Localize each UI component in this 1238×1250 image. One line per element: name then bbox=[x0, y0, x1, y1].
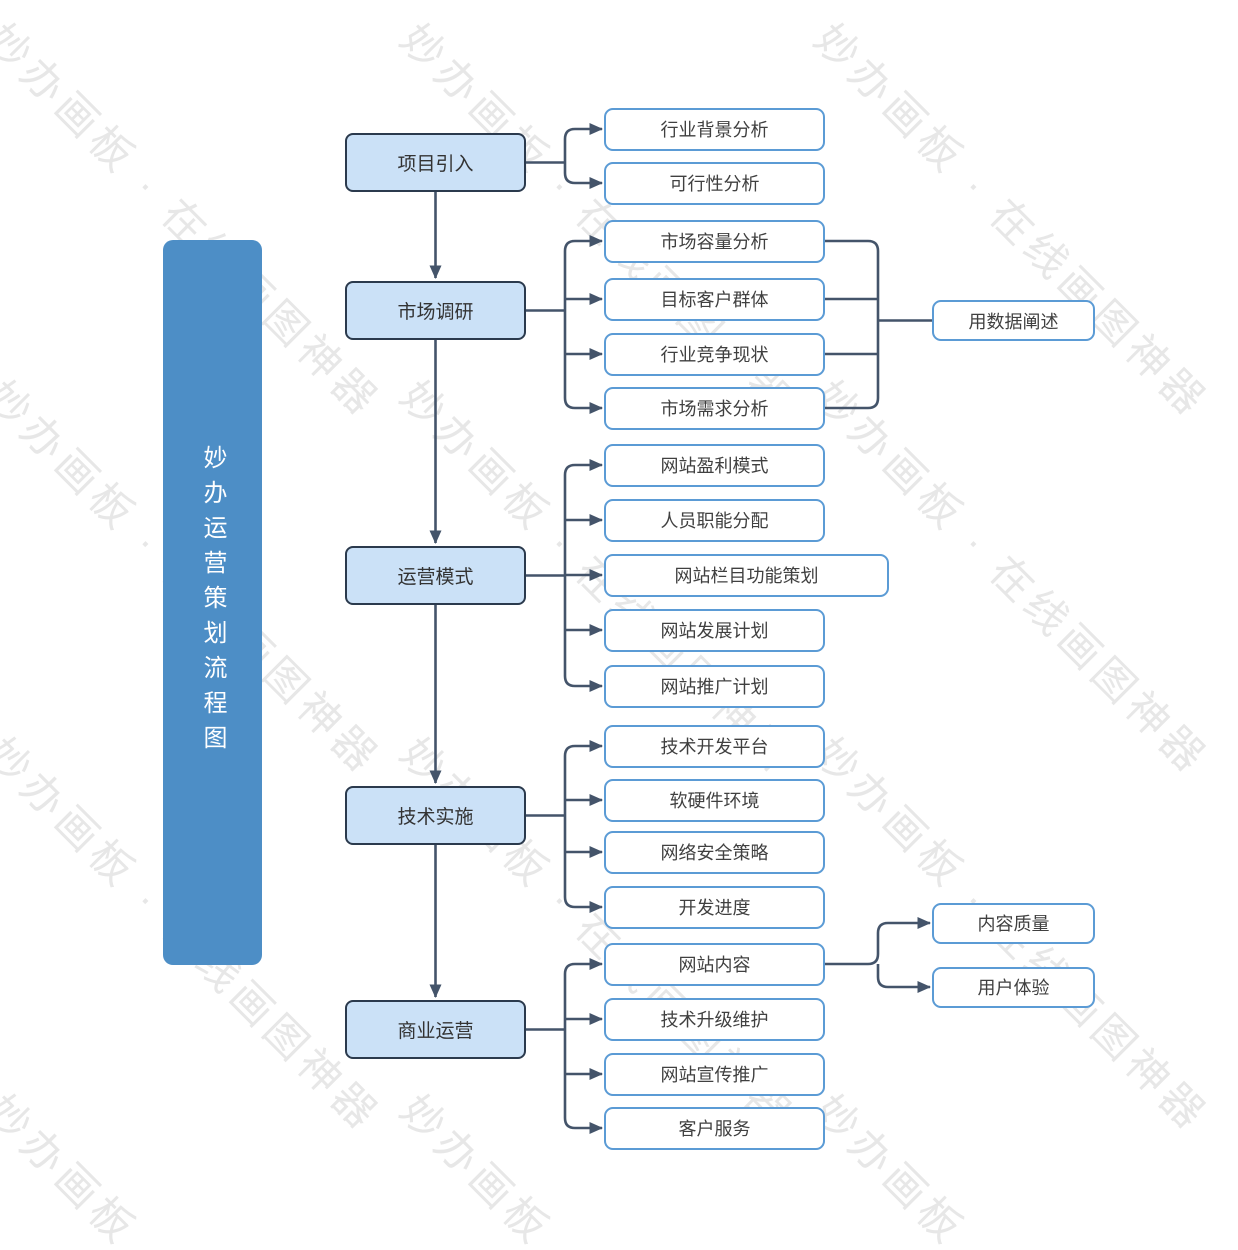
sidebar-title-bar: 妙办运营策划流程图 bbox=[163, 240, 262, 965]
child-node-customer-service: 客户服务 bbox=[604, 1106, 825, 1150]
child-node-site-promotion-plan: 网站推广计划 bbox=[604, 664, 825, 708]
child-node-tech-upgrade-maintenance: 技术升级维护 bbox=[604, 997, 825, 1041]
child-node-site-publicity: 网站宣传推广 bbox=[604, 1052, 825, 1096]
main-node-tech-implementation: 技术实施 bbox=[345, 786, 526, 845]
sidebar-title: 妙办运营策划流程图 bbox=[199, 445, 226, 760]
child-node-industry-competition: 行业竞争现状 bbox=[604, 332, 825, 376]
child-node-hardware-software-env: 软硬件环境 bbox=[604, 778, 825, 822]
child-node-profit-model: 网站盈利模式 bbox=[604, 443, 825, 487]
child-node-dev-platform: 技术开发平台 bbox=[604, 724, 825, 768]
child-node-industry-background: 行业背景分析 bbox=[604, 107, 825, 151]
child-node-dev-progress: 开发进度 bbox=[604, 885, 825, 929]
child-node-market-capacity: 市场容量分析 bbox=[604, 219, 825, 263]
child-node-site-column-planning: 网站栏目功能策划 bbox=[604, 553, 889, 597]
main-node-market-research: 市场调研 bbox=[345, 281, 526, 340]
child-node-content-quality: 内容质量 bbox=[932, 902, 1095, 944]
child-node-feasibility-analysis: 可行性分析 bbox=[604, 161, 825, 205]
main-node-project-intro: 项目引入 bbox=[345, 133, 526, 192]
child-node-data-elaboration: 用数据阐述 bbox=[932, 300, 1095, 341]
child-node-user-experience: 用户体验 bbox=[932, 966, 1095, 1008]
child-node-staff-functions: 人员职能分配 bbox=[604, 498, 825, 542]
child-node-website-content: 网站内容 bbox=[604, 942, 825, 986]
child-node-market-demand: 市场需求分析 bbox=[604, 386, 825, 430]
child-node-target-customers: 目标客户群体 bbox=[604, 277, 825, 321]
child-node-site-development-plan: 网站发展计划 bbox=[604, 608, 825, 652]
child-node-network-security: 网络安全策略 bbox=[604, 830, 825, 874]
main-node-business-operation: 商业运营 bbox=[345, 1000, 526, 1059]
main-node-operation-mode: 运营模式 bbox=[345, 546, 526, 605]
